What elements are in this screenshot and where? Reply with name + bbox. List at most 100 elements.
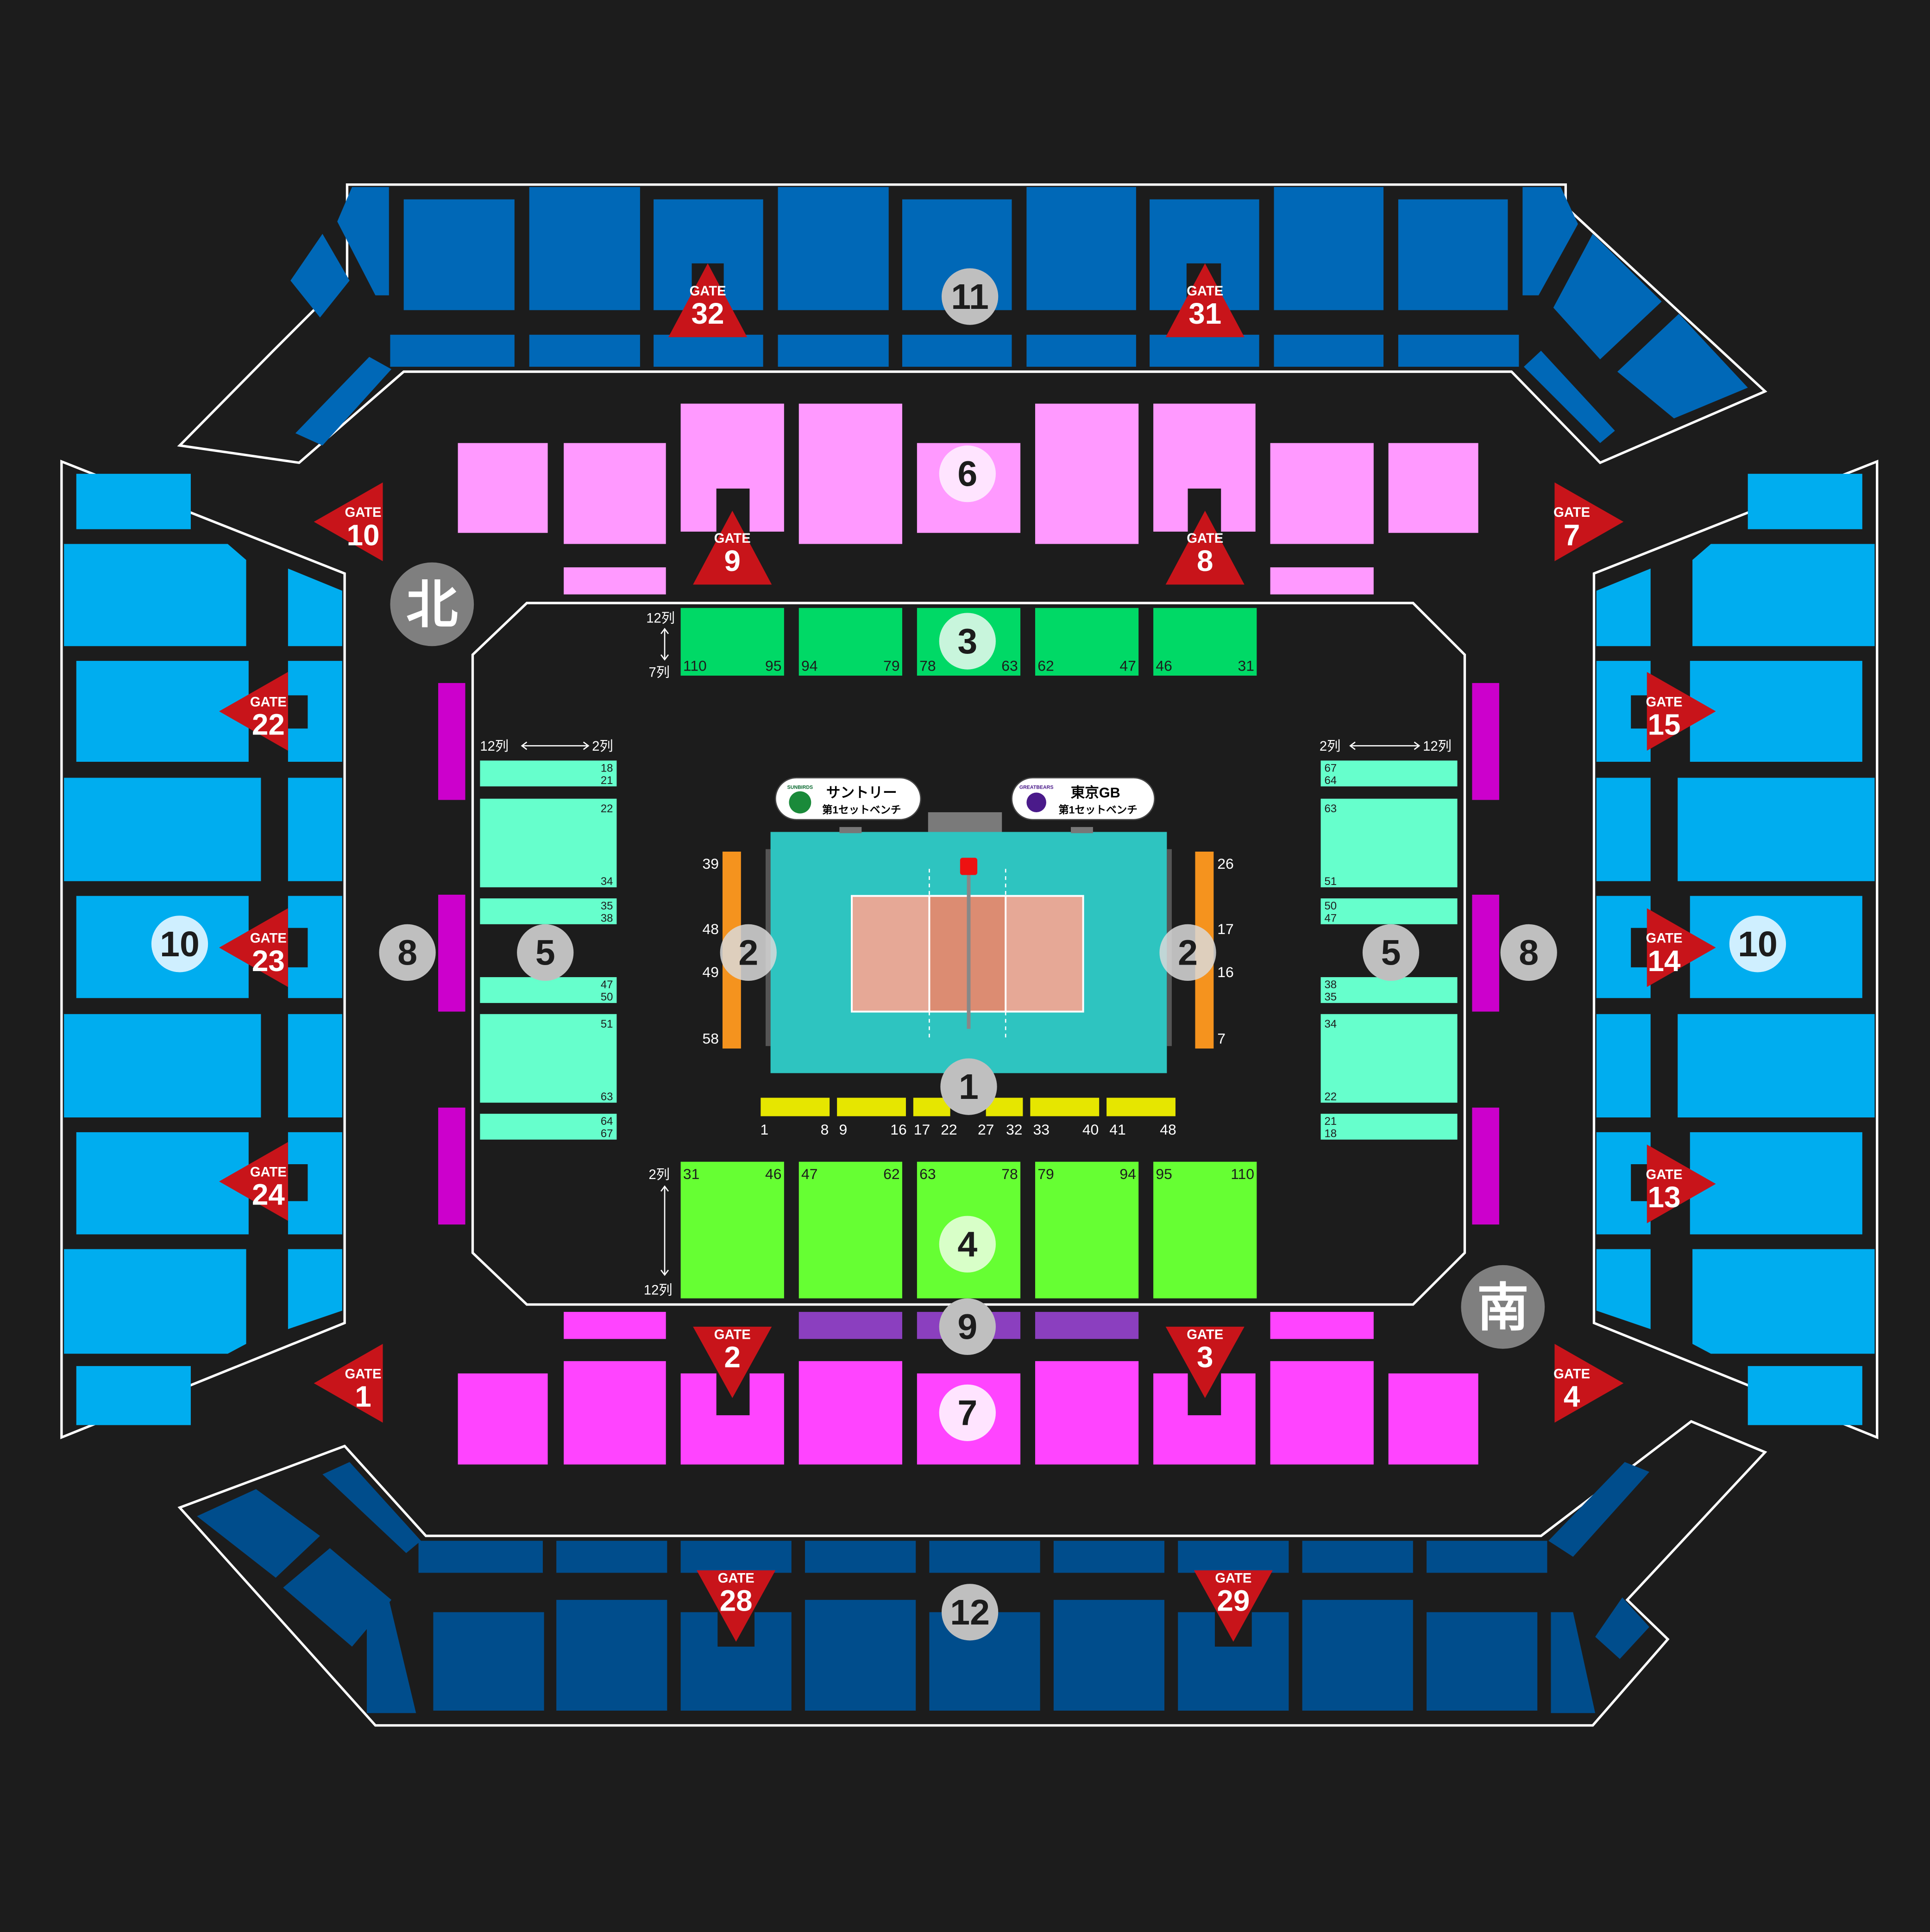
block-4-section[interactable]	[798, 1161, 902, 1298]
gate-word: GATE	[714, 1327, 751, 1342]
block-7-seats[interactable]	[458, 1311, 1478, 1465]
block-5-section[interactable]	[1320, 1014, 1458, 1103]
badge-label: 4	[957, 1224, 977, 1264]
block-9-badge: 9	[939, 1298, 996, 1355]
gate-number: 3	[1197, 1341, 1213, 1374]
seat-number: 47	[601, 979, 613, 991]
row-labels: 12列 7列 2列 12列 12列 2列 2列 12列	[480, 611, 1451, 1298]
block-8-seats[interactable]	[438, 683, 1499, 1225]
badge-label: 2	[738, 933, 758, 973]
west-stand-outline	[60, 459, 346, 1439]
seat-number: 34	[1324, 1018, 1337, 1030]
gate-arrow-icon	[1647, 1144, 1716, 1223]
svg-text:9: 9	[839, 1121, 848, 1138]
block-2-right-badge: 2	[1159, 924, 1216, 981]
row-label-right-from: 2列	[1320, 739, 1340, 754]
gate-number: 9	[724, 544, 740, 577]
gate-word: GATE	[1646, 931, 1682, 946]
block-5-section[interactable]	[1320, 1114, 1458, 1140]
gate-word: GATE	[1553, 505, 1590, 520]
seat-number: 94	[801, 657, 817, 674]
seat-number: 51	[1324, 875, 1337, 888]
block-5-section[interactable]	[480, 798, 617, 888]
seat-number: 34	[601, 875, 613, 888]
gate-word: GATE	[345, 1367, 381, 1381]
block-8-right-badge: 8	[1500, 924, 1557, 981]
svg-text:17: 17	[1217, 921, 1233, 937]
gate-arrow-icon	[1165, 1326, 1245, 1398]
block-3-section[interactable]	[1153, 608, 1257, 676]
block-12-seats[interactable]	[197, 1462, 1650, 1713]
block-4-section[interactable]	[1035, 1161, 1139, 1298]
block-5-section[interactable]	[480, 1014, 617, 1103]
block-5-section[interactable]	[1320, 977, 1458, 1003]
seat-number: 38	[601, 912, 613, 924]
badge-label: 8	[1519, 933, 1539, 973]
block-5-section[interactable]	[480, 760, 617, 787]
block-3-section[interactable]	[1035, 608, 1139, 676]
svg-text:27: 27	[978, 1121, 994, 1138]
badge-label: 8	[397, 933, 417, 973]
gate-word: GATE	[345, 505, 381, 520]
svg-text:7: 7	[1217, 1030, 1226, 1047]
block-2-left-badge: 2	[720, 924, 777, 981]
seat-number: 95	[1156, 1166, 1172, 1182]
block-10-west-seats[interactable]	[64, 474, 342, 1425]
block-4-section[interactable]	[680, 1161, 784, 1298]
block-3-section[interactable]	[680, 608, 784, 676]
seat-number: 21	[1324, 1115, 1337, 1128]
block-8-left-badge: 8	[379, 924, 436, 981]
block-5-section[interactable]	[480, 977, 617, 1003]
gate-word: GATE	[1187, 284, 1223, 299]
gate-arrow-icon	[1165, 510, 1245, 585]
block-3-section[interactable]	[798, 608, 902, 676]
svg-text:32: 32	[1006, 1121, 1022, 1138]
gate-word: GATE	[1646, 695, 1682, 709]
svg-text:SUNBIRDS: SUNBIRDS	[787, 784, 813, 790]
gate-arrow-icon	[314, 482, 383, 561]
seat-number: 50	[601, 991, 613, 1004]
gate-number: 1	[355, 1380, 371, 1413]
seat-number: 18	[1324, 1128, 1337, 1140]
svg-text:48: 48	[703, 921, 719, 937]
seat-number: 51	[601, 1018, 613, 1030]
gate-number: 14	[1648, 944, 1681, 978]
gate-arrow-icon	[693, 510, 772, 585]
block-5-section[interactable]	[480, 898, 617, 924]
badge-label: 5	[535, 933, 555, 973]
block-5-section[interactable]	[1320, 798, 1458, 888]
block-5-section[interactable]	[480, 1114, 617, 1140]
block-10-left-badge: 10	[151, 916, 208, 972]
svg-text:GREATBEARS: GREATBEARS	[1019, 784, 1054, 790]
seat-number: 22	[1324, 1091, 1337, 1103]
svg-text:49: 49	[703, 964, 719, 980]
block-3-badge: 3	[939, 613, 996, 670]
seat-number: 79	[883, 657, 899, 674]
east-stand-outline	[1592, 459, 1879, 1439]
block-5-section[interactable]	[1320, 898, 1458, 924]
svg-text:58: 58	[703, 1030, 719, 1047]
block-4-section[interactable]	[1153, 1161, 1257, 1298]
gate-number: 22	[252, 708, 285, 741]
gate-number: 8	[1197, 544, 1213, 577]
seat-number: 64	[1324, 774, 1337, 787]
seat-number: 47	[801, 1166, 817, 1182]
gate-number: 2	[724, 1341, 740, 1374]
block-5-section[interactable]	[1320, 760, 1458, 787]
block-11-seats[interactable]	[290, 187, 1748, 446]
svg-text:39: 39	[703, 855, 719, 872]
row-label-block3-bottom: 7列	[649, 665, 670, 680]
bench-right-team: 東京GB	[1071, 784, 1120, 801]
bench-right: GREATBEARS 東京GB 第1セットベンチ	[1011, 777, 1156, 821]
gate-arrow-icon	[1647, 672, 1716, 751]
